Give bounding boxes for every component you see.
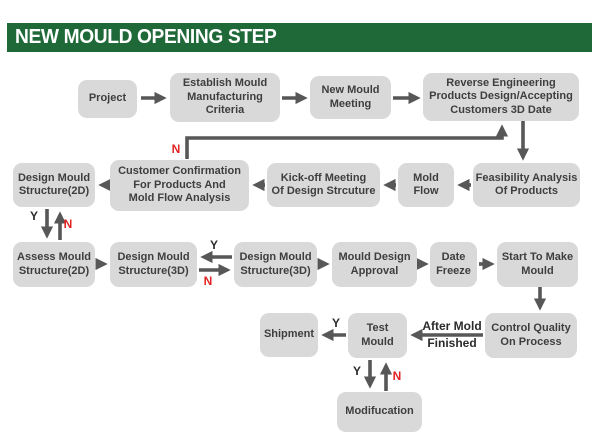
node-date-freeze: Date Freeze [430,242,477,287]
label-test-to-modification-yes: Y [352,364,362,378]
label-modification-to-test-no: N [392,369,402,383]
node-project: Project [78,80,137,118]
label-design3d-no: N [203,274,213,288]
node-design-mould-2d: Design Mould Structure(2D) [13,163,95,207]
label-design2d-no: N [63,217,73,231]
node-new-mould-meeting: New Mould Meeting [310,76,391,119]
node-start-make-mould: Start To Make Mould [497,242,578,287]
node-design-mould-3d-first: Design Mould Structure(3D) [110,242,197,287]
node-modification: Modifucation [337,392,422,432]
node-feasibility-analysis: Feasibility Analysis Of Products [473,163,580,207]
label-confirmation-no: N [171,142,181,156]
node-assess-mould-2d: Assess Mould Structure(2D) [13,242,95,287]
arrow-confirmation-no-return-to-reverse [185,124,509,159]
node-test-mould: Test Mould [348,313,407,358]
node-establish-criteria: Establish Mould Manufacturing Criteria [170,73,280,122]
title-banner: NEW MOULD OPENING STEP [7,23,592,52]
node-reverse-engineering: Reverse Engineering Products Design/Acce… [423,73,579,121]
node-customer-confirmation: Customer Confirmation For Products And M… [110,160,249,211]
label-after-mold-finished: After Mold Finished [422,319,482,350]
node-shipment: Shipment [260,313,318,357]
node-kickoff-meeting: Kick-off Meeting Of Design Strcuture [267,163,380,207]
label-test-to-shipment-yes: Y [331,316,341,330]
label-design3d-yes: Y [209,238,219,252]
page-title: NEW MOULD OPENING STEP [15,26,277,48]
label-design2d-yes: Y [29,209,39,223]
node-mould-design-approval: Mould Design Approval [332,242,417,287]
node-design-mould-3d-second: Design Mould Structure(3D) [234,242,317,287]
node-mold-flow: Mold Flow [398,163,454,207]
node-control-quality: Control Quality On Process [485,313,577,358]
